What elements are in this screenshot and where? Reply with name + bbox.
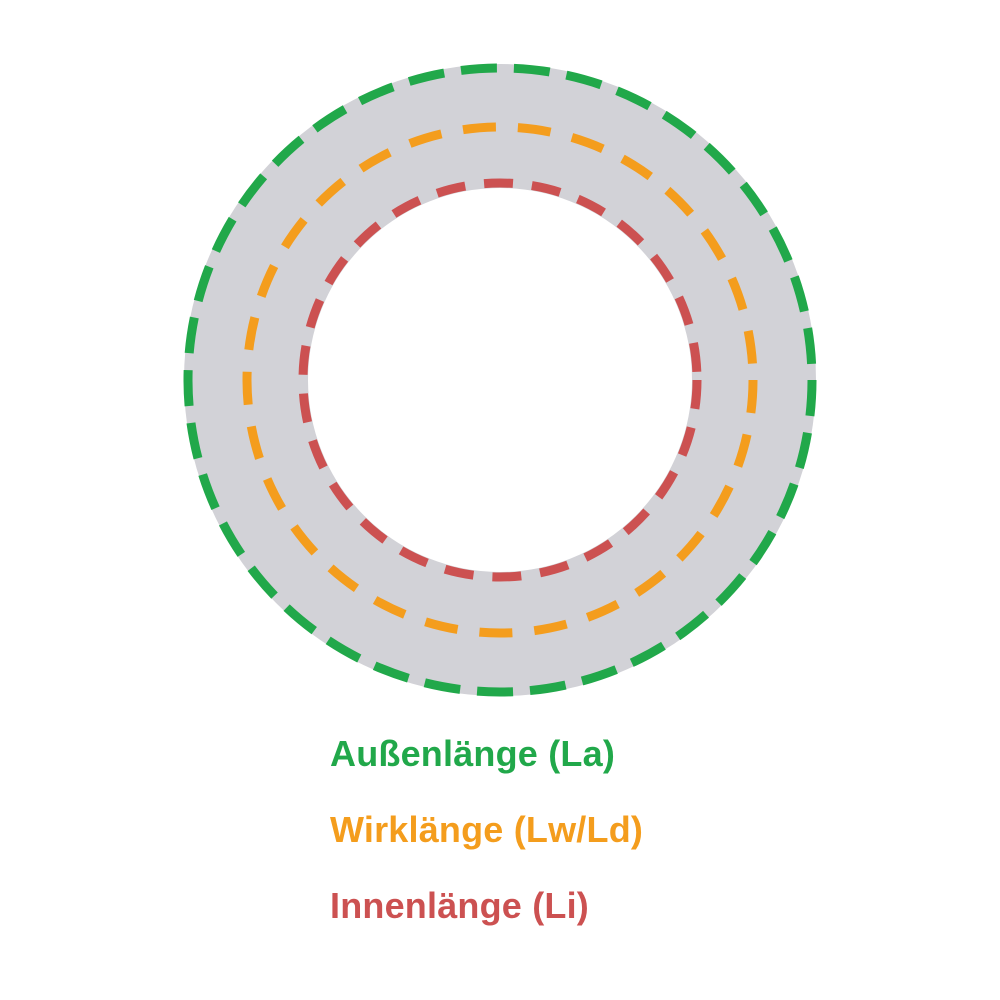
legend-effective-length: Wirklänge (Lw/Ld) — [330, 809, 644, 850]
outer-length-circle — [183, 63, 817, 697]
legend: Außenlänge (La) Wirklänge (Lw/Ld) Innenl… — [330, 736, 643, 924]
inner-length-circle — [298, 178, 702, 582]
effective-length-circle — [242, 122, 758, 638]
legend-outer-length: Außenlänge (La) — [330, 733, 616, 774]
legend-inner-length: Innenlänge (Li) — [330, 885, 589, 926]
